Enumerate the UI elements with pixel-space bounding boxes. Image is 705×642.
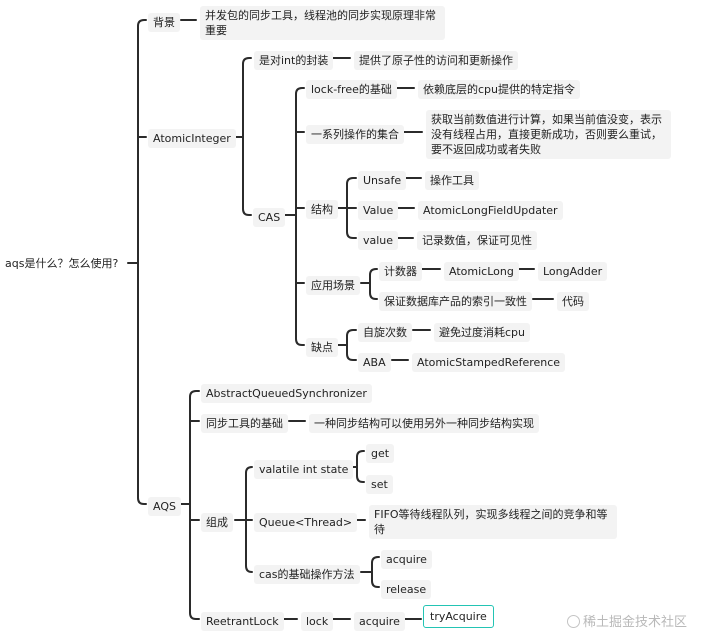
node-scenarios: 应用场景 [306,276,360,295]
bracket-cas [295,87,305,346]
node-lock-free: lock-free的基础 [306,80,397,99]
node-reentrant-lock: ReetrantLock [201,612,284,631]
node-atomic-long: AtomicLong [444,262,519,281]
node-spin-count-desc: 避免过度消耗cpu [434,323,531,342]
node-int-wrapper-desc: 提供了原子性的访问和更新操作 [354,51,518,70]
bracket-struct [346,177,357,239]
node-counter: 计数器 [379,262,422,281]
node-aqs: AQS [148,497,181,516]
bracket-atomic [242,57,252,216]
node-get: get [366,444,395,463]
node-unsafe-desc: 操作工具 [425,171,479,190]
node-queue-desc: FIFO等待线程队列，实现多线程之间的竞争和等待 [369,505,617,539]
node-volatile-state: valatile int state [254,460,354,479]
bracket-state [356,450,365,483]
node-spin-count: 自旋次数 [358,323,412,342]
node-value-upper-desc: AtomicLongFieldUpdater [418,201,563,220]
bracket-scene [369,268,378,300]
node-value-lower-desc: 记录数值，保证可见性 [417,231,537,250]
node-drawbacks: 缺点 [306,338,338,357]
node-composition: 组成 [201,513,233,532]
bracket-casops [371,556,380,588]
node-cas-methods: cas的基础操作方法 [254,565,360,584]
node-acquire: acquire [381,550,432,569]
node-cas: CAS [253,208,286,227]
node-aba-desc: AtomicStampedReference [412,353,566,372]
node-release: release [381,580,432,599]
node-sync-base: 同步工具的基础 [201,414,288,433]
node-code: 代码 [557,292,589,311]
node-sync-base-desc: 一种同步结构可以使用另外一种同步结构实现 [309,414,539,433]
node-lock-free-desc: 依赖底层的cpu提供的特定指令 [418,80,581,99]
root-node: aqs是什么？怎么使用? [5,257,119,270]
node-aqs-full-name: AbstractQueuedSynchronizer [201,384,372,403]
node-index-consistency: 保证数据库产品的索引一致性 [379,292,532,311]
node-acquire-lock: acquire [354,612,405,631]
node-unsafe: Unsafe [358,171,407,190]
node-int-wrapper: 是对int的封装 [254,51,334,70]
node-aba: ABA [358,353,391,372]
node-queue: Queue<Thread> [254,513,358,532]
node-try-acquire[interactable]: tryAcquire [423,605,494,628]
node-set: set [366,475,393,494]
watermark-text: 稀土掘金技术社区 [582,615,687,630]
node-operations-desc: 获取当前数值进行计算，如果当前值没变，表示没有线程占用，直接更新成功，否则要么重… [426,110,671,159]
node-background: 背景 [148,13,180,32]
bracket-compose [245,466,253,573]
node-lock: lock [301,612,334,631]
node-atomic-integer: AtomicInteger [148,129,236,148]
node-operations: 一系列操作的集合 [306,125,404,144]
bracket-defect [346,329,357,361]
watermark: 稀土掘金技术社区 [566,611,687,630]
node-structure: 结构 [306,200,338,219]
juejin-logo-icon [566,615,580,628]
node-long-adder: LongAdder [538,262,608,281]
bracket-aqs [189,390,200,620]
node-value-upper: Value [358,201,399,220]
node-background-desc: 并发包的同步工具，线程池的同步实现原理非常重要 [200,6,445,40]
node-value-lower: value [358,231,399,250]
bracket-root [137,19,147,505]
